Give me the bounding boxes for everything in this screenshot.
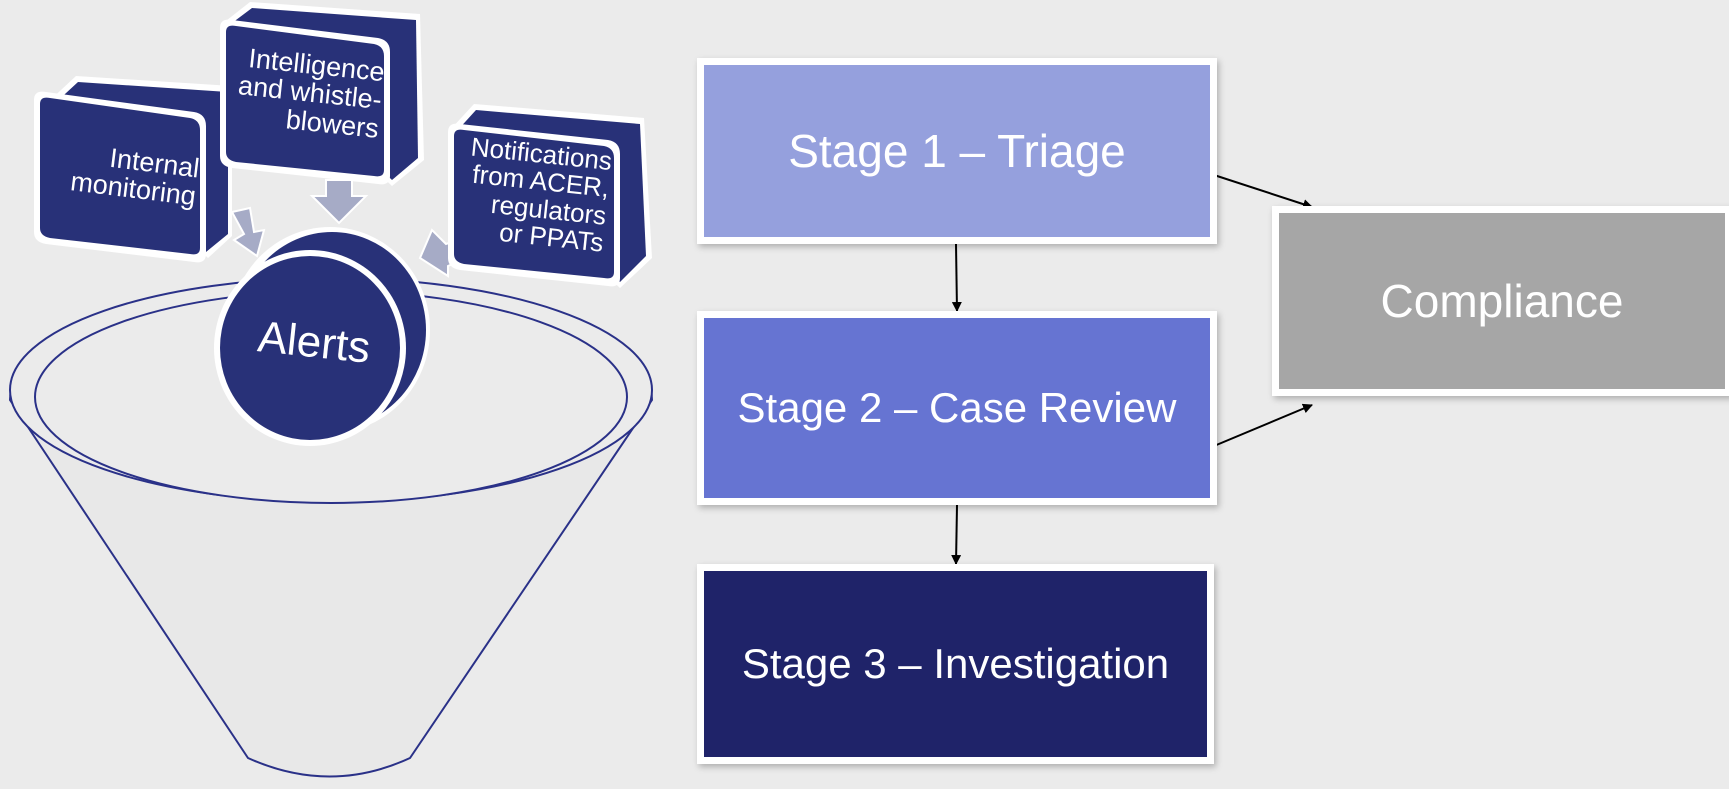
source-box-notif (448, 104, 652, 288)
feed-arrow-internal (230, 206, 266, 258)
alerts-coin (214, 227, 430, 446)
source-box-internal (34, 76, 232, 263)
arrow-stage1-to-compliance (1213, 174, 1313, 209)
stage-2-box: Stage 2 – Case Review (697, 311, 1217, 505)
stage-2-label: Stage 2 – Case Review (737, 384, 1177, 431)
feed-arrow-intel (309, 179, 369, 225)
source-box-intel (220, 2, 424, 186)
stage-1-label: Stage 1 – Triage (788, 125, 1126, 177)
stage-3-label: Stage 3 – Investigation (741, 640, 1170, 687)
stage-3-box: Stage 3 – Investigation (697, 564, 1214, 764)
arrow-stage2-to-stage3 (951, 504, 962, 565)
stage-1-box: Stage 1 – Triage (697, 58, 1217, 244)
compliance-label: Compliance (1380, 275, 1624, 327)
connector-arrows (951, 174, 1313, 565)
arrow-stage1-to-stage2 (951, 243, 962, 312)
compliance-box: Compliance (1272, 206, 1729, 396)
arrow-stage2-to-compliance (1213, 403, 1313, 447)
